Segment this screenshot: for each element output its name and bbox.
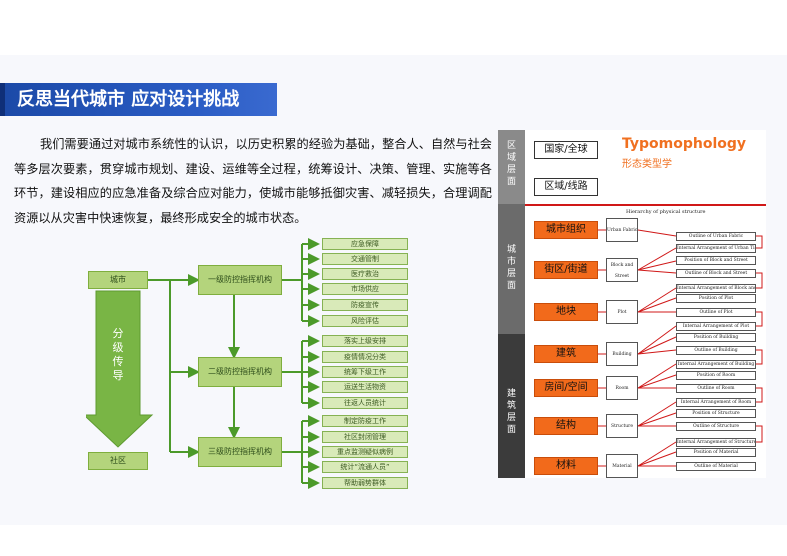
level-en-label: Urban Fabric bbox=[606, 218, 638, 242]
tier3-task: 统计“流通人员” bbox=[322, 461, 408, 473]
level-room: 房间/空间 bbox=[534, 379, 598, 397]
tier3-task: 社区封闭管理 bbox=[322, 431, 408, 443]
tier1-task: 防疫宣传 bbox=[322, 299, 408, 311]
city-node: 城市 bbox=[88, 271, 148, 289]
body-paragraph: 我们需要通过对城市系统性的认识，以历史积累的经验为基础，整合人、自然与社会等多层… bbox=[14, 137, 492, 225]
tier1-task: 市场供应 bbox=[322, 283, 408, 295]
level-en-label: Material bbox=[606, 454, 638, 478]
level-urban-fabric: 城市组织 bbox=[534, 221, 598, 239]
level-plot: 地块 bbox=[534, 303, 598, 321]
tier1-task: 交通管制 bbox=[322, 253, 408, 265]
detail-box: Position of Plot bbox=[676, 294, 756, 303]
band-city: 城市层面 bbox=[498, 204, 525, 334]
level-country: 国家/全球 bbox=[534, 141, 598, 159]
detail-box: Position of Block and Street bbox=[676, 256, 756, 265]
arrow-label: 分级传导 bbox=[112, 327, 124, 382]
tier2-task: 运送生活物资 bbox=[322, 381, 408, 393]
detail-box: Position of Building bbox=[676, 333, 756, 342]
tier2-task: 统筹下级工作 bbox=[322, 366, 408, 378]
level-region: 区域/线路 bbox=[534, 178, 598, 196]
tier2-task: 落实上级安排 bbox=[322, 335, 408, 347]
band-region: 区域层面 bbox=[498, 130, 525, 204]
detail-box: Internal Arrangement of Plot bbox=[676, 322, 756, 331]
level-en-label: Room bbox=[606, 376, 638, 400]
detail-box: Internal Arrangement of Structure bbox=[676, 438, 756, 447]
typomorphology-diagram: 区域层面 城市层面 建筑层面 国家/全球 区域/线路 Typomophology… bbox=[498, 130, 766, 478]
diagram-connectors bbox=[86, 238, 320, 489]
detail-box: Position of Structure bbox=[676, 409, 756, 418]
detail-box: Internal Arrangement of Block and Street bbox=[676, 284, 756, 293]
detail-box: Outline of Urban Fabric bbox=[676, 232, 756, 241]
tier2-task: 往返人员统计 bbox=[322, 397, 408, 409]
tier3-task: 帮助弱势群体 bbox=[322, 477, 408, 489]
detail-box: Outline of Plot bbox=[676, 308, 756, 317]
disaster-command-diagram: 城市 分级传导 社区 一级防控指挥机构 二级防控指挥机构 三级防控指挥机构 应急… bbox=[86, 237, 412, 493]
detail-box: Outline of Structure bbox=[676, 422, 756, 431]
band-building: 建筑层面 bbox=[498, 334, 525, 478]
detail-box: Position of Material bbox=[676, 448, 756, 457]
detail-box: Outline of Material bbox=[676, 462, 756, 471]
red-divider bbox=[525, 204, 766, 206]
level-en-label: Plot bbox=[606, 300, 638, 324]
panel-connectors bbox=[598, 229, 763, 467]
tier2-task: 疫情情况分类 bbox=[322, 351, 408, 363]
level-block-street: 街区/街道 bbox=[534, 261, 598, 279]
level-en-label: Block and Street bbox=[606, 258, 638, 282]
tier3-task: 重点监测疑似病例 bbox=[322, 446, 408, 458]
detail-box: Internal Arrangement of Urban Tissue bbox=[676, 244, 756, 253]
detail-box: Outline of Room bbox=[676, 384, 756, 393]
typo-title: Typomophology bbox=[622, 136, 747, 152]
level-en-label: Building bbox=[606, 342, 638, 366]
hierarchy-heading: Hierarchy of physical structure bbox=[626, 209, 734, 218]
tier1-task: 风险评估 bbox=[322, 315, 408, 327]
title-accent bbox=[0, 83, 5, 116]
detail-box: Outline of Block and Street bbox=[676, 269, 756, 278]
tier2-command: 二级防控指挥机构 bbox=[198, 357, 282, 387]
community-node: 社区 bbox=[88, 452, 148, 470]
detail-box: Internal Arrangement of Room bbox=[676, 398, 756, 407]
tier3-command: 三级防控指挥机构 bbox=[198, 437, 282, 467]
typo-subtitle: 形态类型学 bbox=[622, 159, 672, 170]
detail-box: Outline of Building bbox=[676, 346, 756, 355]
detail-box: Position of Room bbox=[676, 371, 756, 380]
tier1-task: 应急保障 bbox=[322, 238, 408, 250]
tier1-task: 医疗救治 bbox=[322, 268, 408, 280]
level-building: 建筑 bbox=[534, 345, 598, 363]
tier1-command: 一级防控指挥机构 bbox=[198, 265, 282, 295]
level-structure: 结构 bbox=[534, 417, 598, 435]
detail-box: Internal Arrangement of Building bbox=[676, 360, 756, 369]
tier3-task: 制定防疫工作 bbox=[322, 415, 408, 427]
slide-title: 反思当代城市 应对设计挑战 bbox=[5, 83, 277, 116]
level-en-label: Structure bbox=[606, 414, 638, 438]
level-material: 材料 bbox=[534, 457, 598, 475]
